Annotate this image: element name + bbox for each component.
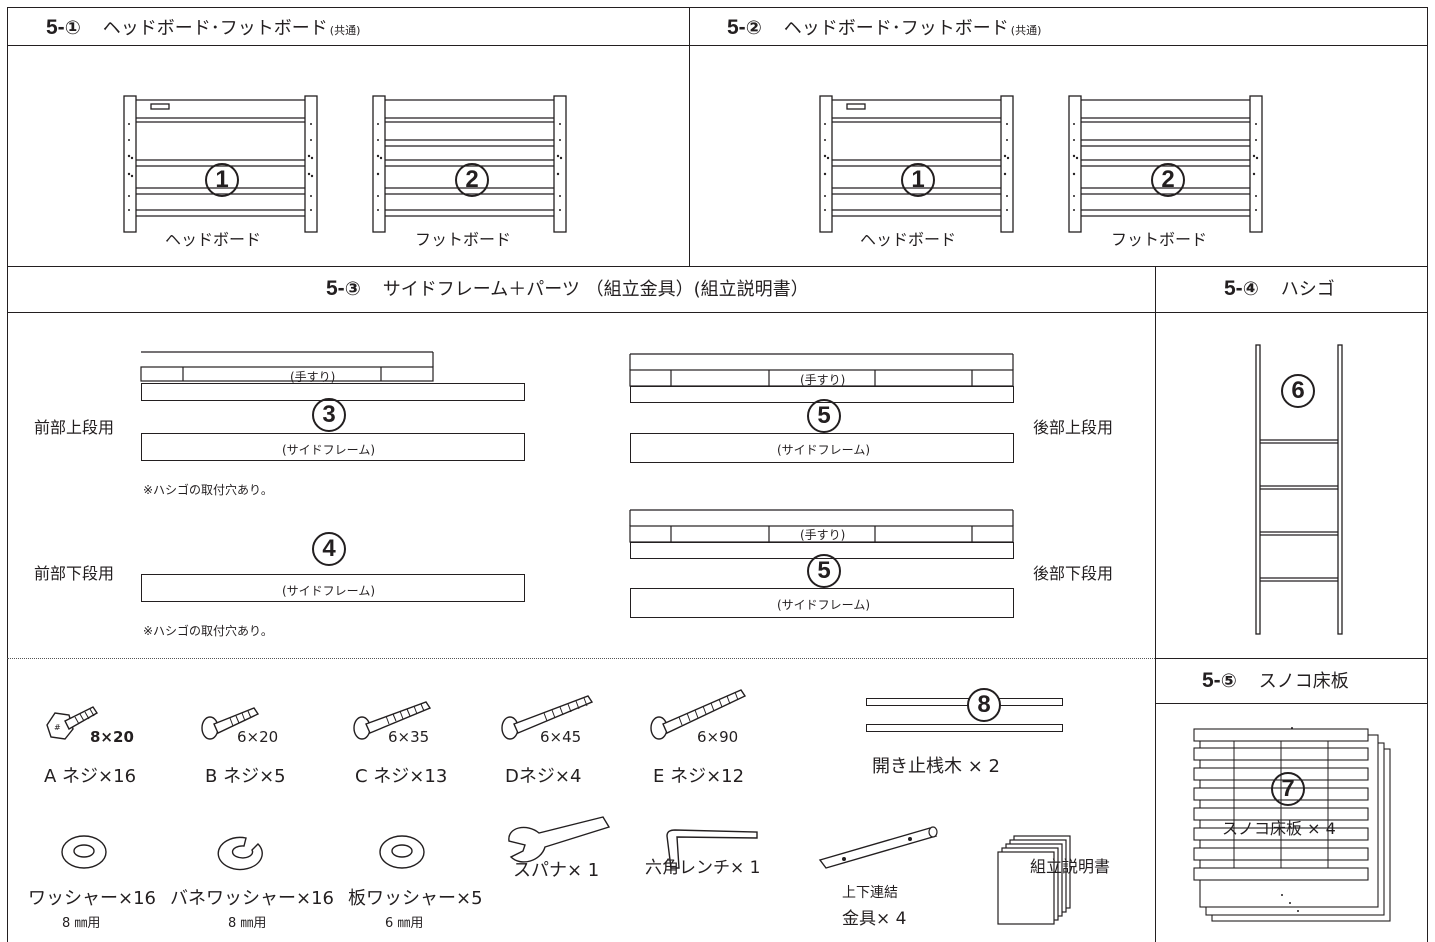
connector-label-2: 金具× 4 (842, 909, 907, 929)
plate-washer-label: 板ワッシャー×5 (348, 888, 483, 909)
screw-b-size: 6×20 (237, 728, 279, 746)
washer-label: ワッシャー×16 (28, 888, 156, 909)
stopper-bar (866, 698, 1063, 706)
headboard-label: ヘッドボード (860, 230, 957, 249)
connector-label-1: 上下連結 (842, 885, 898, 901)
side-frame-text: (サイドフレーム) (282, 443, 376, 457)
side-frame-text: (サイドフレーム) (777, 598, 871, 612)
hex-wrench-icon (666, 829, 758, 869)
ladder-note: ※ハシゴの取付穴あり。 (143, 483, 273, 497)
washer-icon (61, 835, 107, 869)
screw-c-label: C ネジ×13 (355, 766, 448, 787)
plate-washer-sub: 6 ㎜用 (385, 916, 424, 931)
side-frame-bar (141, 574, 525, 602)
screw-d-size: 6×45 (540, 728, 582, 746)
part-number-1: 1 (901, 163, 935, 197)
screw-c-size: 6×35 (388, 728, 430, 746)
manual-label: 組立説明書 (1030, 857, 1111, 876)
dotted-divider (7, 658, 1155, 659)
screw-e-label: E ネジ×12 (653, 766, 745, 787)
handrail-text: (手すり) (290, 370, 336, 384)
hex-wrench-label: 六角レンチ× 1 (645, 858, 761, 878)
screw-e-icon (650, 689, 747, 740)
screw-b-label: B ネジ×5 (205, 766, 286, 787)
border-right (1427, 7, 1428, 942)
divider (1155, 266, 1156, 942)
footboard-illustration (372, 95, 567, 233)
headboard-illustration (123, 95, 318, 233)
spring-washer-sub: 8 ㎜用 (228, 916, 267, 931)
ladder-illustration (1255, 344, 1343, 635)
section-title-5: 5-⑤ スノコ床板 (1202, 669, 1349, 692)
footboard-label: フットボード (1111, 230, 1208, 249)
part-number-1: 1 (205, 163, 239, 197)
part-number-2: 2 (455, 163, 489, 197)
front-upper-label: 前部上段用 (34, 418, 115, 437)
screw-e-size: 6×90 (697, 728, 739, 746)
section-title-2: 5-② ヘッドボード･フットボード(共通) (727, 16, 1042, 39)
part-number-8: 8 (967, 688, 1001, 722)
part-number-2: 2 (1151, 163, 1185, 197)
part-number-5: 5 (807, 399, 841, 433)
section-title-3: 5-③ サイドフレーム＋パーツ （組立金具）(組立説明書） (326, 277, 809, 300)
screw-c-icon (353, 701, 432, 740)
screw-b-icon (201, 707, 260, 740)
rear-lower-label: 後部下段用 (1033, 564, 1114, 583)
screw-a-label: A ネジ×16 (44, 766, 137, 787)
washer-sub: 8 ㎜用 (62, 916, 101, 931)
divider (1155, 658, 1428, 659)
side-frame-text: (サイドフレーム) (282, 584, 376, 598)
section-title-1: 5-① ヘッドボード･フットボード(共通) (46, 16, 361, 39)
border-left (7, 7, 8, 942)
divider (7, 266, 1428, 267)
section-title-4: 5-④ ハシゴ (1224, 277, 1335, 300)
divider (7, 45, 1428, 46)
slat-label: スノコ床板 × 4 (1222, 819, 1336, 838)
divider (1155, 703, 1428, 704)
divider (689, 7, 690, 266)
screw-d-icon (501, 695, 594, 740)
part-number-7: 7 (1271, 772, 1305, 806)
part-number-3: 3 (312, 398, 346, 432)
plate-washer-icon (379, 835, 425, 869)
divider (7, 312, 1428, 313)
screw-d-label: Dネジ×4 (505, 766, 582, 787)
spanner-label: スパナ× 1 (513, 860, 600, 881)
side-frame-bar (141, 433, 525, 461)
part-number-5: 5 (807, 554, 841, 588)
screw-a-icon: # (46, 706, 98, 740)
connector-icon (818, 826, 938, 869)
rear-upper-label: 後部上段用 (1033, 418, 1114, 437)
front-lower-label: 前部下段用 (34, 564, 115, 583)
part-number-6: 6 (1281, 374, 1315, 408)
spanner-icon (508, 816, 611, 863)
handrail-text: (手すり) (800, 373, 846, 387)
headboard-label: ヘッドボード (165, 230, 262, 249)
side-frame-bar (630, 588, 1014, 618)
footboard-label: フットボード (415, 230, 512, 249)
border-top (7, 7, 1428, 8)
manual-icon (997, 835, 1071, 925)
svg-text:#: # (54, 723, 61, 732)
handrail-text: (手すり) (800, 528, 846, 542)
stopper-label: 開き止桟木 × 2 (872, 756, 1000, 777)
side-frame-text: (サイドフレーム) (777, 443, 871, 457)
ladder-note: ※ハシゴの取付穴あり。 (143, 624, 273, 638)
screw-a-size: 8×20 (90, 728, 134, 746)
spring-washer-icon (217, 836, 263, 871)
part-number-4: 4 (312, 532, 346, 566)
stopper-bar (866, 724, 1063, 732)
spring-washer-label: バネワッシャー×16 (170, 888, 334, 909)
handrail-illustration (140, 351, 434, 382)
side-frame-bar (630, 433, 1014, 463)
